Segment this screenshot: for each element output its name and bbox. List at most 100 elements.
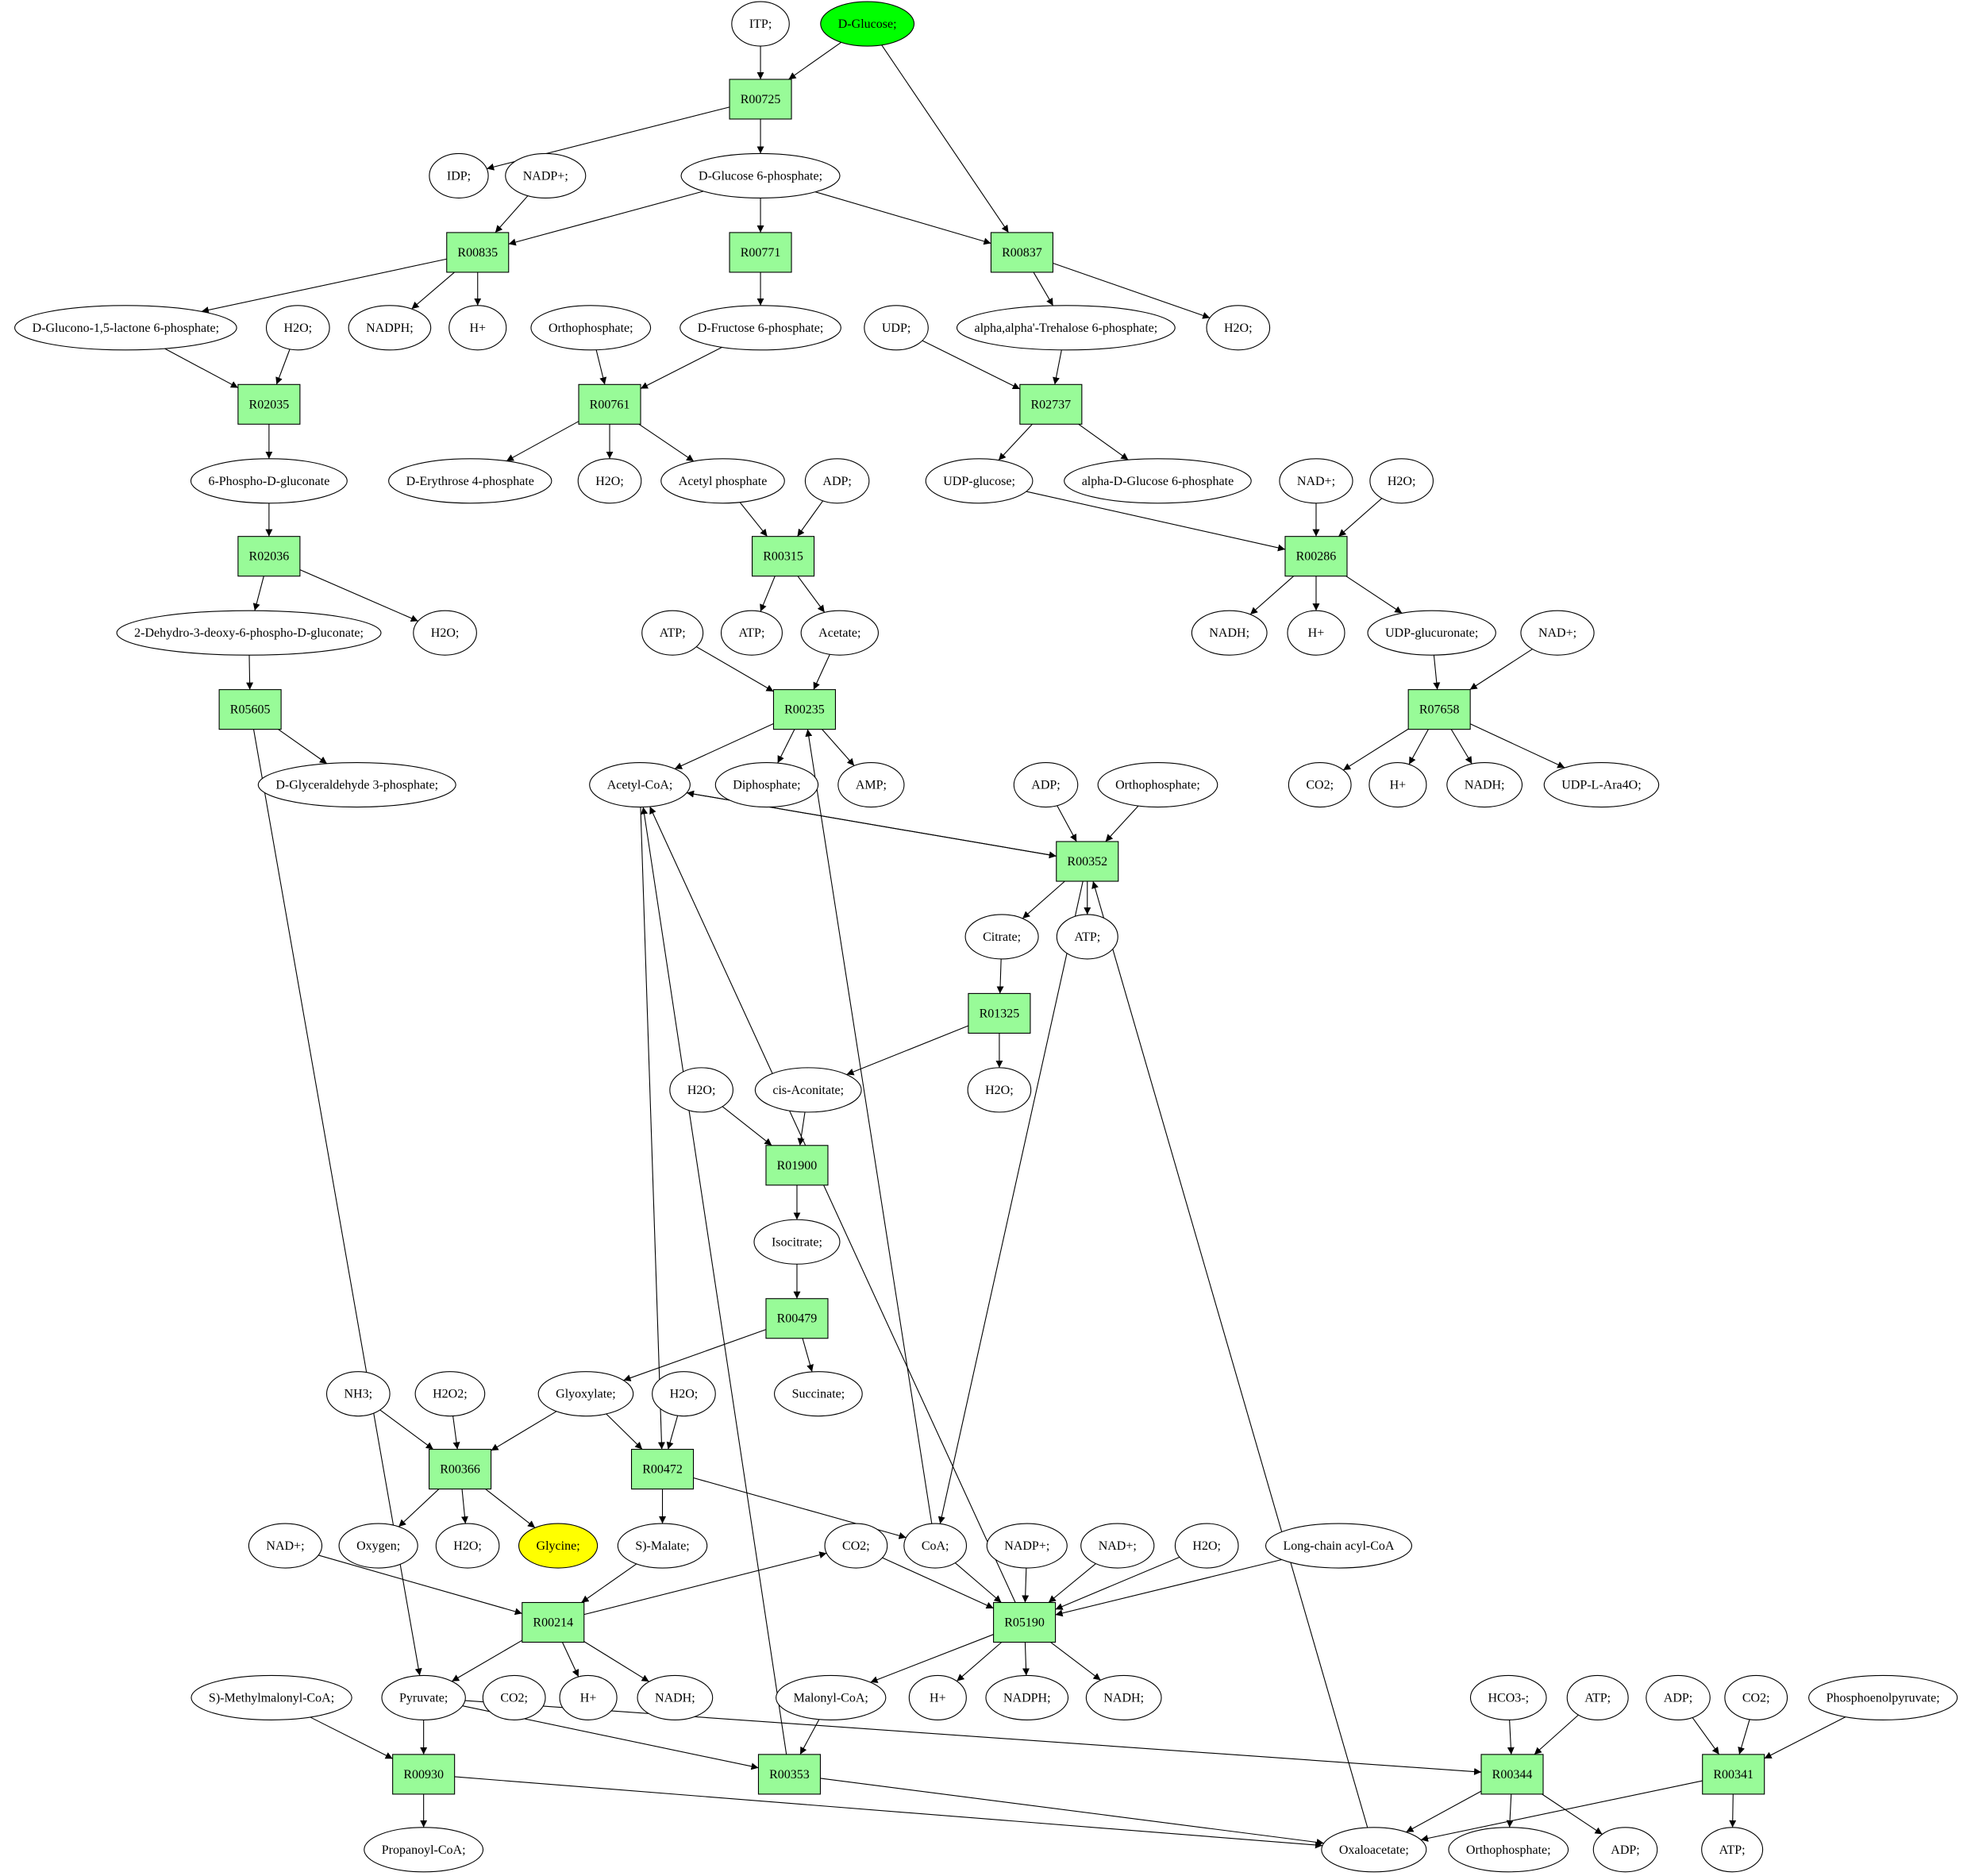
node-label: D-Glyceraldehyde 3-phosphate; xyxy=(275,779,438,792)
compound-ellipse xyxy=(190,458,348,504)
compound-ellipse xyxy=(1446,761,1523,808)
node-label: H2O; xyxy=(453,1539,482,1553)
edge-arrow xyxy=(674,722,774,769)
reaction-box xyxy=(990,232,1053,273)
node-label: NADP+; xyxy=(1004,1539,1049,1553)
node-label: R00344 xyxy=(1492,1768,1533,1782)
node-label: Acetyl-CoA; xyxy=(607,779,673,792)
node-label: alpha,alpha'-Trehalose 6-phosphate; xyxy=(975,322,1158,335)
compound-node-nadph_b: NADPH; xyxy=(985,1674,1069,1720)
reaction-box xyxy=(765,1298,829,1339)
edge-arrow xyxy=(760,576,776,612)
node-label: ADP; xyxy=(1664,1691,1692,1705)
edge-arrow xyxy=(822,729,855,766)
edge-arrow xyxy=(252,729,422,1676)
node-label: ADP; xyxy=(1031,779,1060,792)
compound-ellipse xyxy=(864,305,929,351)
node-label: H+ xyxy=(1308,626,1325,640)
edge-arrow xyxy=(722,1106,772,1146)
compound-node-atp_d: ATP; xyxy=(1566,1674,1629,1720)
node-label: R00352 xyxy=(1067,855,1107,869)
compound-node-glyoxylate: Glyoxylate; xyxy=(537,1371,634,1417)
compound-node-acetate: Acetate; xyxy=(800,610,880,656)
edge-arrow xyxy=(937,880,1084,1524)
compound-ellipse xyxy=(589,761,691,808)
edge-arrow xyxy=(1022,1642,1030,1676)
compound-node-lcacoa: Long-chain acyl-CoA xyxy=(1265,1523,1413,1569)
compound-ellipse xyxy=(1279,458,1353,504)
reaction-node-R05190: R05190 xyxy=(993,1601,1057,1643)
edge-arrow xyxy=(640,807,665,1450)
compound-node-hplus_e: H+ xyxy=(908,1674,967,1720)
compound-node-smalate: S)-Malate; xyxy=(617,1523,708,1569)
reaction-node-R00930: R00930 xyxy=(392,1754,456,1795)
reaction-node-R00286: R00286 xyxy=(1284,536,1348,577)
reaction-box xyxy=(392,1754,456,1795)
node-label: CoA; xyxy=(922,1539,949,1553)
reaction-box xyxy=(765,1145,829,1186)
node-label: UDP-L-Ara4O; xyxy=(1561,779,1641,792)
node-label: Acetate; xyxy=(818,626,860,640)
compound-ellipse xyxy=(1469,1674,1547,1720)
node-label: NAD+; xyxy=(1297,475,1335,488)
compound-node-cisaco: cis-Aconitate; xyxy=(754,1067,862,1113)
edge-arrow xyxy=(1542,1793,1603,1835)
compound-node-citrate: Citrate; xyxy=(964,914,1039,960)
edge-arrow xyxy=(506,421,579,462)
compound-ellipse xyxy=(774,1371,863,1417)
edge-arrow xyxy=(881,44,1009,233)
edge-arrow xyxy=(623,1329,767,1381)
edge-arrow xyxy=(1055,1556,1180,1610)
edge-arrow xyxy=(606,1413,643,1450)
reaction-box xyxy=(1056,841,1119,882)
node-label: CO2; xyxy=(842,1539,870,1553)
node-label: NADPH; xyxy=(1003,1691,1051,1705)
node-label: D-Glucose; xyxy=(838,17,897,31)
compound-node-h2o_d: H2O; xyxy=(1369,458,1434,504)
node-label: NAD+; xyxy=(1099,1539,1137,1553)
reaction-node-R00472: R00472 xyxy=(630,1448,695,1490)
compound-node-acetylp: Acetyl phosphate xyxy=(660,458,785,504)
edge-arrow xyxy=(797,1111,806,1146)
edge-arrow xyxy=(1506,1793,1514,1828)
node-label: NADH; xyxy=(1103,1691,1144,1705)
reaction-node-R00235: R00235 xyxy=(772,689,837,730)
compound-node-nad_d: NAD+; xyxy=(1080,1523,1155,1569)
compound-ellipse xyxy=(1592,1827,1658,1873)
edge-arrow xyxy=(954,1562,1002,1603)
compound-node-nadp_b: NADP+; xyxy=(986,1523,1068,1569)
compound-ellipse xyxy=(1543,761,1660,808)
node-label: H2O; xyxy=(1388,475,1416,488)
reaction-box xyxy=(1284,536,1348,577)
compound-node-gap: D-Glyceraldehyde 3-phosphate; xyxy=(257,761,456,808)
edge-arrow xyxy=(411,272,455,310)
edge-arrow xyxy=(581,1563,637,1603)
reaction-box xyxy=(993,1601,1057,1643)
edge-arrow xyxy=(813,653,830,690)
node-label: Orthophosphate; xyxy=(1466,1843,1551,1857)
node-label: R00835 xyxy=(457,246,498,260)
edge-arrow xyxy=(805,729,933,1524)
reaction-box xyxy=(578,383,641,425)
compound-ellipse xyxy=(1369,458,1434,504)
reaction-box xyxy=(446,232,510,273)
node-label: H2O2; xyxy=(433,1388,468,1401)
edge-arrow xyxy=(1078,423,1129,460)
node-label: CO2; xyxy=(1742,1691,1770,1705)
node-label: Citrate; xyxy=(983,930,1021,944)
node-label: R00353 xyxy=(769,1768,810,1782)
node-label: H+ xyxy=(469,322,486,335)
compound-ellipse xyxy=(14,305,237,351)
edge-layer xyxy=(164,41,1846,1849)
compound-node-glucono: D-Glucono-1,5-lactone 6-phosphate; xyxy=(14,305,237,351)
edge-arrow xyxy=(1420,1780,1703,1842)
compound-ellipse xyxy=(820,1,915,47)
reaction-node-R00725: R00725 xyxy=(729,79,792,120)
edge-arrow xyxy=(1406,1790,1482,1833)
edge-arrow xyxy=(802,1338,814,1373)
node-label: R00366 xyxy=(440,1463,480,1477)
compound-ellipse xyxy=(669,1067,733,1113)
compound-node-dglucose: D-Glucose; xyxy=(820,1,915,47)
edge-arrow xyxy=(310,1716,393,1759)
node-label: Isocitrate; xyxy=(772,1235,822,1249)
